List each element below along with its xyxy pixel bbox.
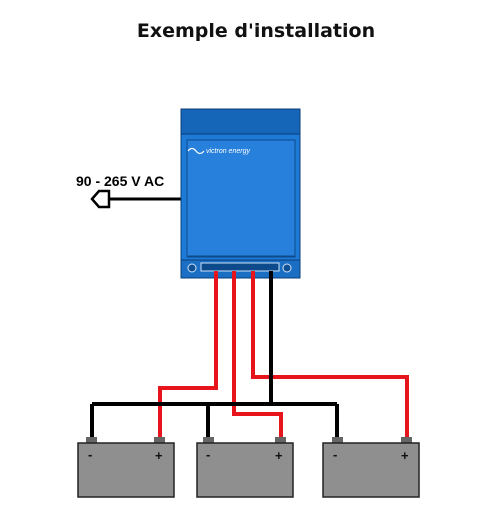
screw-right-icon bbox=[282, 263, 292, 273]
terminal-block bbox=[200, 262, 280, 272]
ac-input-label: 90 - 265 V AC bbox=[76, 173, 165, 189]
positive-wire-battery-2 bbox=[232, 271, 283, 439]
victron-logo-icon bbox=[187, 147, 205, 155]
battery-2-minus-label: - bbox=[206, 447, 210, 462]
positive-wire-battery-3 bbox=[251, 271, 409, 439]
screw-left-icon bbox=[187, 263, 197, 273]
charger-brand-text: victron energy bbox=[206, 148, 250, 155]
ac-input-cable bbox=[90, 189, 183, 209]
battery-1-plus-label: + bbox=[155, 448, 163, 463]
ac-plug-icon bbox=[90, 189, 111, 209]
battery-1-minus-label: - bbox=[88, 447, 92, 462]
negative-wires bbox=[90, 271, 339, 439]
battery-1: - + bbox=[77, 437, 175, 498]
battery-2-plus-label: + bbox=[275, 448, 283, 463]
battery-3-minus-label: - bbox=[333, 447, 337, 462]
positive-wires bbox=[158, 271, 409, 439]
charger-unit: victron energy bbox=[180, 108, 301, 279]
diagram-title: Exemple d'installation bbox=[136, 20, 376, 42]
battery-2: - + bbox=[196, 437, 294, 498]
battery-3: - + bbox=[322, 437, 420, 498]
positive-wire-battery-1 bbox=[158, 271, 218, 439]
battery-3-plus-label: + bbox=[401, 448, 409, 463]
